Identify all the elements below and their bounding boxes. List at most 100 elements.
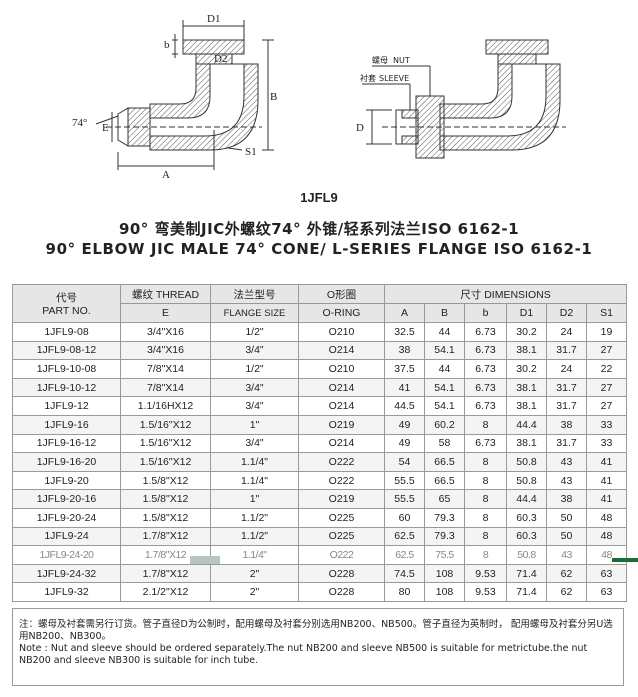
cell-thread: 7/8"X14	[120, 377, 211, 398]
cell-b: 9.53	[464, 582, 507, 602]
cell-part: 1JFL9-24	[12, 526, 121, 547]
cell-flange: 2"	[210, 563, 299, 584]
cell-s1: 63	[585, 563, 628, 584]
cell-thread: 1.5/16"X12	[120, 452, 211, 472]
label-nut-en: NUT	[393, 56, 410, 65]
drawings-svg: D1 b D2 B 74° E A S1	[72, 13, 566, 181]
header-part-cn: 代号	[56, 292, 77, 304]
cell-a: 32.5	[384, 322, 425, 342]
title-english: 90° ELBOW JIC MALE 74° CONE/ L-SERIES FL…	[45, 240, 593, 258]
cell-thread: 7/8"X14	[120, 359, 211, 379]
cell-thread: 1.7/8"X12	[120, 526, 211, 547]
cell-oring: O214	[298, 377, 385, 398]
cell-part: 1JFL9-20-24	[12, 507, 121, 528]
cell-d1: 60.3	[506, 526, 547, 547]
cell-d2: 31.7	[546, 433, 587, 454]
cell-d1: 30.2	[506, 322, 547, 342]
header-row-2: E FLANGE SIZE O-RING A B b D1 D2 S1	[13, 303, 628, 323]
cell-flange: 1"	[210, 414, 299, 435]
cell-oring: O222	[298, 452, 385, 472]
notes-box: 注：螺母及衬套需另行订货。管子直径D为公制时，配用螺母及衬套分别选用NB200、…	[12, 608, 624, 686]
cell-b: 6.73	[464, 396, 507, 416]
cell-flange: 1/2"	[210, 359, 299, 379]
cell-d2: 43	[546, 545, 587, 565]
cell-d2: 24	[546, 359, 587, 379]
header-dimensions: 尺寸 DIMENSIONS	[383, 284, 628, 304]
cell-part: 1JFL9-20-16	[12, 489, 121, 509]
cell-flange: 1.1/4"	[210, 452, 299, 472]
cell-a: 55.5	[384, 489, 425, 509]
cell-flange: 1.1/2"	[210, 526, 299, 547]
cell-thread: 1.5/8"X12	[120, 507, 211, 528]
label-nut-cn: 螺母	[372, 55, 388, 65]
cell-b: 79.3	[424, 526, 465, 547]
cell-oring: O219	[298, 489, 385, 509]
cell-s1: 27	[585, 377, 628, 398]
cell-thread: 2.1/2"X12	[120, 582, 211, 602]
cell-oring: O214	[298, 433, 385, 454]
header-b-upper: B	[424, 303, 465, 323]
header-row-1: 代号 PART NO. 螺纹 THREAD 法兰型号 O形圈 尺寸 DIMENS…	[12, 284, 628, 323]
cell-a: 80	[384, 582, 425, 602]
header-s1: S1	[585, 303, 628, 323]
label-d1: D1	[207, 13, 220, 25]
cell-oring: O210	[298, 359, 385, 379]
cell-part: 1JFL9-08	[12, 322, 121, 342]
cell-flange: 1.1/4"	[210, 470, 299, 491]
cell-s1: 33	[585, 414, 628, 435]
cell-d1: 44.4	[506, 489, 547, 509]
cell-d1: 30.2	[506, 359, 547, 379]
cell-thread: 1.1/16HX12	[120, 396, 211, 416]
cell-b: 8	[464, 526, 507, 547]
cell-a: 74.5	[384, 563, 425, 584]
cell-b: 75.5	[424, 545, 465, 565]
cell-part: 1JFL9-16-12	[12, 433, 121, 454]
cell-part: 1JFL9-32	[12, 582, 121, 602]
cell-b: 66.5	[424, 470, 465, 491]
cell-s1: 27	[585, 340, 628, 361]
cell-part: 1JFL9-08-12	[12, 340, 121, 361]
cell-thread: 1.5/8"X12	[120, 470, 211, 491]
cell-d2: 24	[546, 322, 587, 342]
label-sleeve-cn: 衬套	[360, 73, 376, 83]
header-part-en: PART NO.	[42, 305, 91, 317]
cell-d2: 43	[546, 452, 587, 472]
cell-part: 1JFL9-10-12	[12, 377, 121, 398]
cell-oring: O219	[298, 414, 385, 435]
cell-b: 65	[424, 489, 465, 509]
cell-oring: O228	[298, 582, 385, 602]
header-d1: D1	[506, 303, 547, 323]
cell-b: 6.73	[464, 322, 507, 342]
cell-b: 6.73	[464, 433, 507, 454]
cell-s1: 33	[585, 433, 628, 454]
note-chinese: 注：螺母及衬套需另行订货。管子直径D为公制时，配用螺母及衬套分别选用NB200、…	[19, 619, 613, 642]
cell-s1: 41	[585, 489, 628, 509]
technical-drawings: D1 b D2 B 74° E A S1	[0, 0, 638, 190]
cell-b: 60.2	[424, 414, 465, 435]
cell-a: 55.5	[384, 470, 425, 491]
cell-thread: 1.5/8"X12	[120, 489, 211, 509]
part-code: 1JFL9	[300, 190, 338, 205]
header-b-lower: b	[464, 303, 507, 323]
cell-b: 8	[464, 545, 507, 565]
header-oring: O-RING	[298, 303, 385, 323]
label-b-large: B	[270, 91, 277, 103]
cell-s1: 22	[585, 359, 628, 379]
cell-s1: 19	[585, 322, 628, 342]
cell-b: 8	[464, 452, 507, 472]
cell-thread: 1.5/16"X12	[120, 433, 211, 454]
cell-flange: 3/4"	[210, 340, 299, 361]
cell-d2: 62	[546, 582, 587, 602]
cell-s1: 63	[585, 582, 628, 602]
cell-a: 49	[384, 433, 425, 454]
